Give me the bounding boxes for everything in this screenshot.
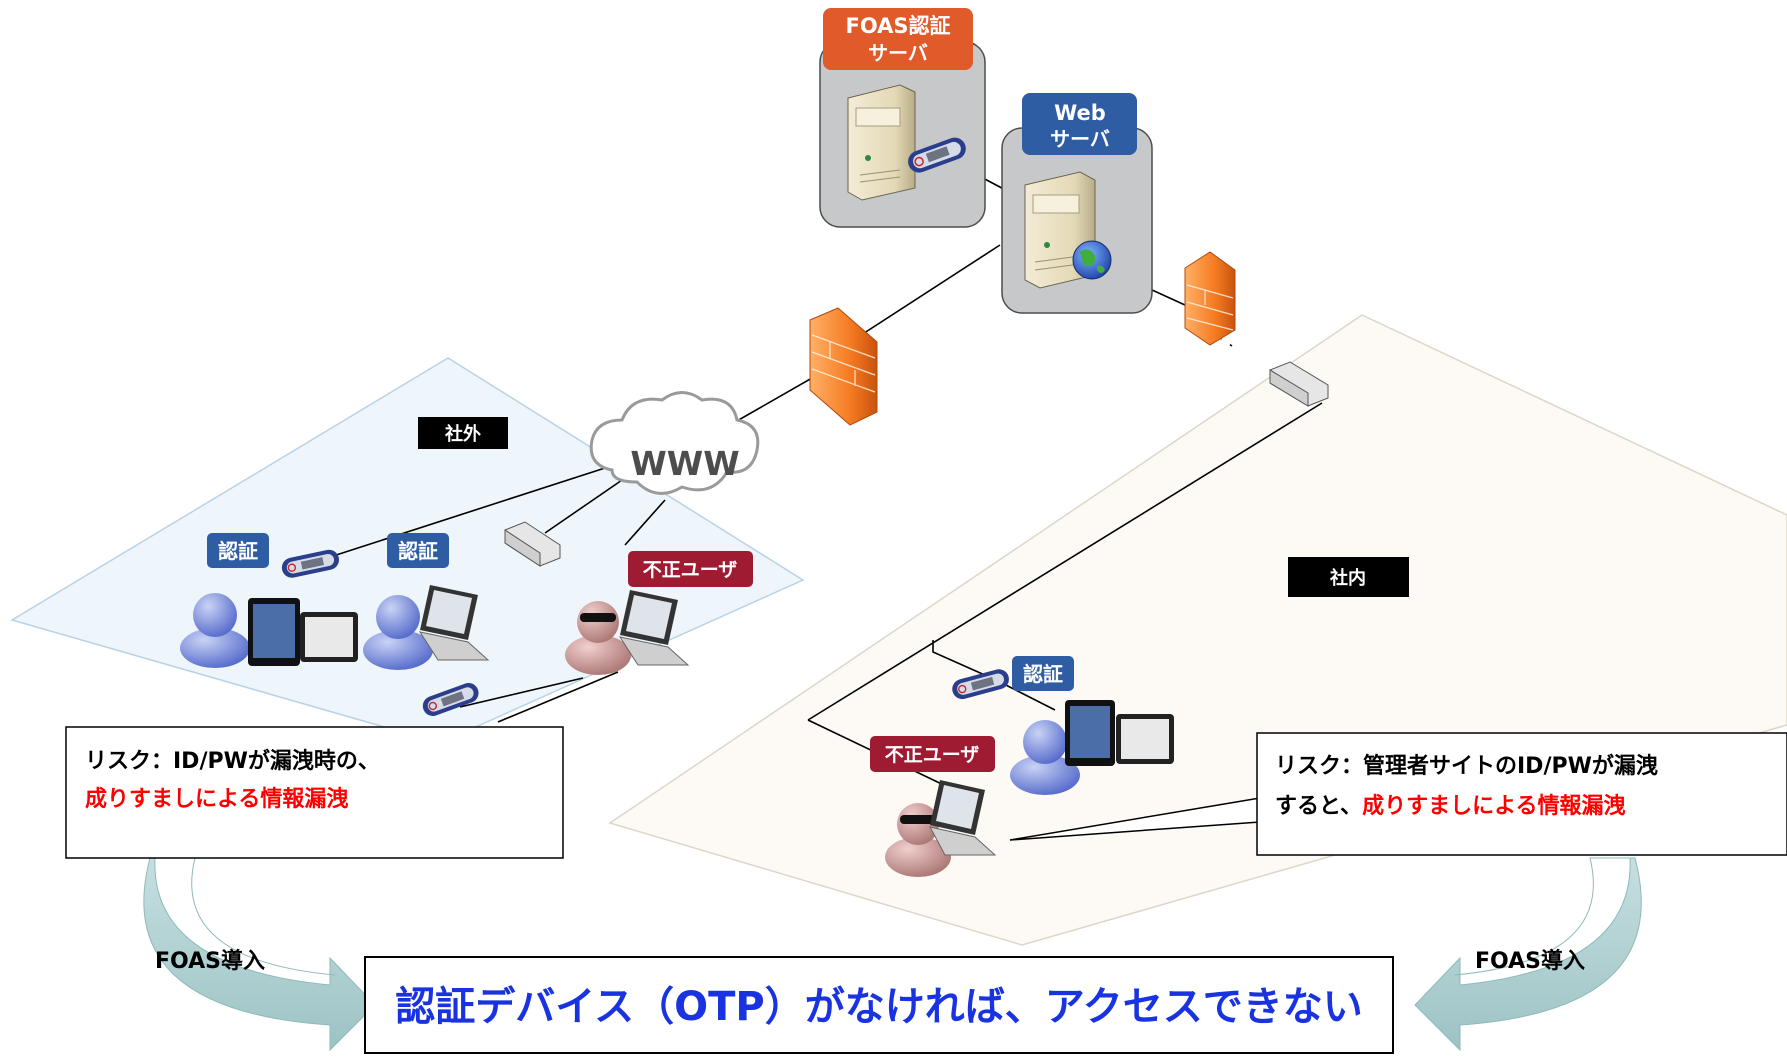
foas-intro-right: FOAS導入 — [1475, 948, 1585, 974]
web-server-title: Web — [1054, 101, 1106, 125]
rogue-user-badge: 不正ユーザ — [870, 736, 995, 772]
outside-zone-label: 社外 — [418, 417, 508, 449]
web-server: Web サーバ — [1001, 93, 1153, 314]
user-icon — [1010, 720, 1080, 795]
rogue-user-icon — [885, 803, 951, 877]
right-risk-line2: すると、成りすましによる情報漏洩 — [1275, 793, 1625, 819]
bottom-message: 認証デバイス（OTP）がなければ、アクセスできない — [395, 984, 1362, 1030]
right-curved-arrow — [1414, 857, 1642, 1052]
left-risk-callout: リスク：ID/PWが漏洩時の、 成りすましによる情報漏洩 — [65, 726, 564, 859]
foas-server: FOAS認証 サーバ — [819, 8, 986, 228]
auth-badge: 認証 — [207, 533, 269, 568]
svg-text:認証: 認証 — [218, 539, 258, 563]
server-tower-icon — [847, 84, 916, 201]
svg-text:社内: 社内 — [1330, 567, 1366, 589]
otp-token-icon — [281, 549, 340, 578]
otp-token-icon — [952, 669, 1009, 700]
otp-token-icon — [422, 682, 479, 716]
auth-badge: 認証 — [1012, 656, 1074, 691]
tablet-icon — [248, 598, 358, 666]
internet-cloud: WWW — [589, 391, 760, 495]
svg-text:不正ユーザ: 不正ユーザ — [885, 744, 980, 766]
left-curved-arrow — [143, 857, 376, 1052]
rogue-user-badge: 不正ユーザ — [628, 551, 753, 587]
firewall-icon — [1184, 251, 1236, 346]
foas-server-title: FOAS認証 — [845, 14, 950, 38]
svg-text:認証: 認証 — [398, 539, 438, 563]
right-risk-callout: リスク：管理者サイトのID/PWが漏洩 すると、成りすましによる情報漏洩 — [1009, 732, 1787, 856]
left-risk-line2: 成りすましによる情報漏洩 — [85, 786, 348, 812]
svg-text:認証: 認証 — [1023, 662, 1063, 686]
svg-text:不正ユーザ: 不正ユーザ — [643, 559, 738, 581]
switch-hub-icon — [1269, 361, 1329, 407]
globe-icon — [1072, 240, 1112, 280]
web-server-subtitle: サーバ — [1050, 127, 1110, 151]
right-risk-line1: リスク：管理者サイトのID/PWが漏洩 — [1275, 753, 1658, 779]
laptop-icon — [418, 585, 490, 661]
cloud-label: WWW — [630, 444, 739, 483]
inside-zone-label: 社内 — [1288, 557, 1409, 597]
rogue-user-icon — [565, 601, 631, 675]
firewall-icon — [809, 307, 878, 426]
otp-token-icon — [908, 137, 966, 173]
auth-badge: 認証 — [387, 533, 449, 568]
laptop-icon — [929, 780, 997, 856]
bottom-message-box: 認証デバイス（OTP）がなければ、アクセスできない — [364, 956, 1394, 1054]
tablet-icon — [1065, 700, 1174, 766]
left-risk-line1: リスク：ID/PWが漏洩時の、 — [85, 748, 380, 774]
user-icon — [180, 593, 250, 668]
laptop-icon — [618, 590, 690, 666]
user-icon — [363, 595, 433, 670]
foas-server-subtitle: サーバ — [868, 41, 928, 65]
svg-text:社外: 社外 — [445, 423, 481, 445]
switch-hub-icon — [504, 521, 561, 567]
foas-intro-left: FOAS導入 — [155, 948, 265, 974]
